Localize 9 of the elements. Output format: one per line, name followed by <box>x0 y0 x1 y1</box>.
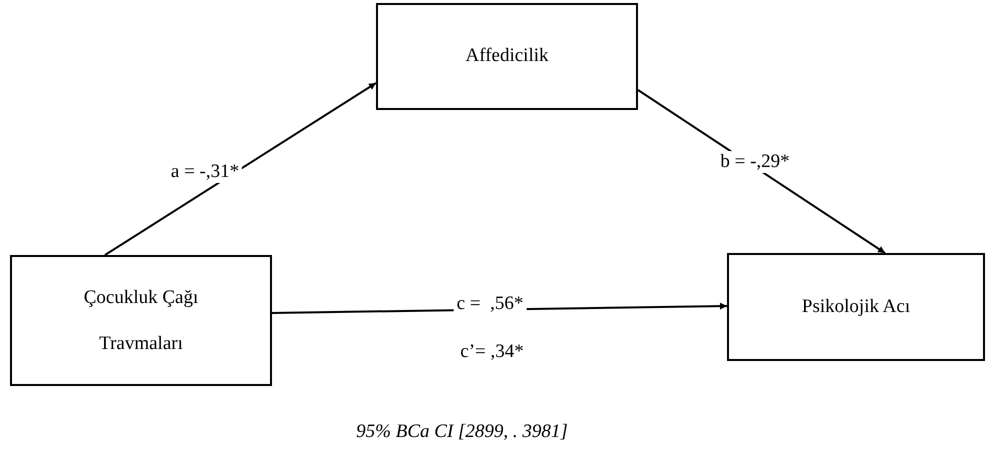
node-label: Çocukluk Çağı Travmaları <box>82 286 200 356</box>
node-label: Psikolojik Acı <box>802 294 910 319</box>
caption: 95% BCa CI [2899, . 3981] <box>356 421 568 443</box>
node-label: Affedicilik <box>465 44 548 68</box>
edge-label: c = ,56* <box>454 293 526 315</box>
process-box <box>727 253 985 361</box>
process-box <box>376 3 638 110</box>
process-box <box>10 255 272 386</box>
arrow <box>104 82 377 256</box>
